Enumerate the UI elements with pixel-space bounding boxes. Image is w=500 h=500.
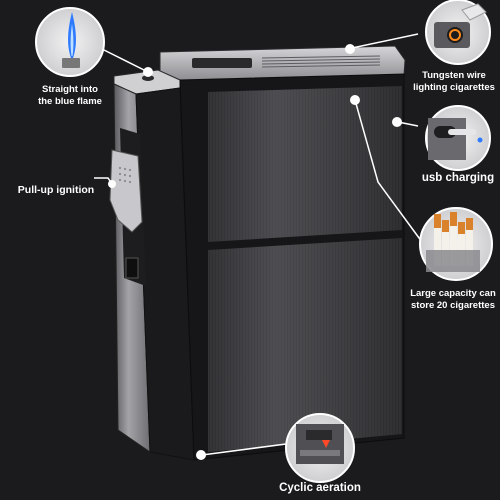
lid-vents [261, 55, 381, 68]
blue-jet-flame-icon [62, 12, 80, 68]
ignition-grip-dots [118, 166, 132, 184]
pullup-label-text: Pull-up ignition [17, 184, 95, 196]
capacity-label-line-1: Large capacity can [410, 288, 496, 299]
tungsten-coil-icon [434, 3, 487, 48]
usb-label-text: usb charging [421, 172, 495, 184]
ignition-window [125, 257, 139, 279]
aeration-label-text: Cyclic aeration [279, 482, 361, 494]
cigarettes-icon [426, 212, 480, 272]
pull-up-ignition-lever [109, 149, 143, 233]
callout-dots [108, 44, 402, 460]
air-vent-icon [296, 424, 344, 464]
aeration-callout-dot [196, 450, 206, 460]
capacity-label: Large capacity can store 20 cigarettes [406, 288, 500, 312]
case-front-lower-texture [208, 238, 402, 452]
aeration-label: Cyclic aeration [258, 482, 382, 494]
pullup-label: Pull-up ignition [8, 184, 104, 196]
flame-detail-circle [35, 7, 105, 77]
flame-label-line-2: the blue flame [38, 96, 102, 107]
capacity-detail-circle [419, 207, 493, 281]
capacity-callout-dot [350, 95, 360, 105]
tungsten-detail-circle [425, 0, 491, 65]
usb-label: usb charging [418, 172, 498, 184]
tungsten-label-line-2: lighting cigarettes [413, 82, 495, 93]
flame-callout-dot [143, 67, 153, 77]
capacity-label-line-2: store 20 cigarettes [411, 300, 495, 311]
pullup-callout-dot [108, 180, 116, 188]
flame-label: Straight into the blue flame [26, 84, 114, 108]
flame-label-line-1: Straight into [42, 84, 98, 95]
flame-nozzle [142, 75, 154, 81]
case-product [109, 45, 406, 461]
tungsten-label: Tungsten wire lighting cigarettes [408, 70, 500, 94]
usb-detail-circle [425, 105, 491, 171]
tungsten-slot [192, 58, 252, 68]
case-front-upper-texture [208, 86, 402, 242]
usb-callout-dot [392, 117, 402, 127]
tungsten-callout-dot [345, 44, 355, 54]
tungsten-label-line-1: Tungsten wire [422, 70, 486, 81]
aeration-detail-circle [285, 413, 355, 483]
usb-port-icon [428, 118, 483, 160]
